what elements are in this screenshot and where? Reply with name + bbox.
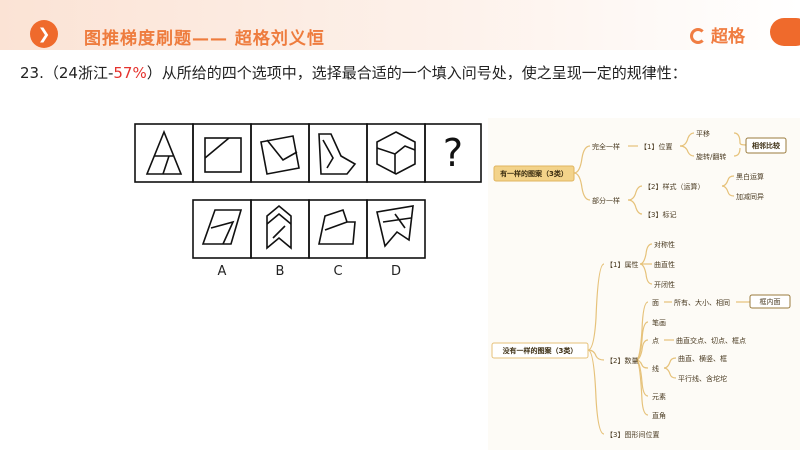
figure-svg: ? <box>134 123 482 279</box>
node-openclose: 开闭性 <box>654 280 675 289</box>
option-label-a: A <box>218 264 227 279</box>
option-c-figure <box>318 208 356 245</box>
node-attribute: 【1】属性 <box>606 260 638 269</box>
node-partial-same: 部分一样 <box>592 196 620 205</box>
figure-5-hexagon <box>376 131 416 175</box>
figure-1-triangle <box>145 129 183 175</box>
option-label-b: B <box>276 264 285 279</box>
node-line: 线 <box>652 364 659 373</box>
node-element: 元素 <box>652 392 666 401</box>
node-line-detail-2: 平行线、含坨坨 <box>678 374 727 383</box>
question-text: 23.（24浙江-57%）从所给的四个选项中，选择最合适的一个填入问号处，使之呈… <box>20 62 687 83</box>
banner-title: 图推梯度刷题—— 超格刘义恒 <box>84 29 325 49</box>
node-blackwhite: 黑白运算 <box>736 172 764 181</box>
node-stroke: 笔画 <box>652 318 666 327</box>
mindmap-svg: 有一样的图案（3类） 没有一样的图案（3类） 相邻比较 框内面 完全一样 部分一… <box>491 129 791 439</box>
question-source-suffix: ） <box>146 64 162 82</box>
node-complete-same: 完全一样 <box>592 142 620 151</box>
node-face-detail: 所有、大小、相同 <box>674 298 730 307</box>
node-style: 【2】样式（运算） <box>644 182 704 191</box>
node-position: 【1】位置 <box>640 142 672 151</box>
brand-logo: 超格 <box>690 22 745 47</box>
node-translate: 平移 <box>696 129 710 138</box>
node-point-detail: 曲直交点、切点、框点 <box>676 336 746 345</box>
node-rightangle: 直角 <box>652 411 666 420</box>
figure-3-quad <box>260 135 300 175</box>
option-box-d[interactable] <box>366 199 426 259</box>
figure-panel: ? <box>133 118 483 280</box>
question-body: 从所给的四个选项中，选择最合适的一个填入问号处，使之呈现一定的规律性： <box>161 64 687 82</box>
node-line-detail-1: 曲直、横竖、框 <box>678 354 727 363</box>
root-node-different-label: 没有一样的图案（3类） <box>503 346 578 355</box>
compare-node <box>745 137 787 154</box>
mindmap-panel: 有一样的图案（3类） 没有一样的图案（3类） 相邻比较 框内面 完全一样 部分一… <box>488 118 800 450</box>
brand-c-icon <box>690 28 706 44</box>
frame-face-label: 框内面 <box>760 297 781 306</box>
compare-node-label: 相邻比较 <box>752 141 781 150</box>
decorative-pill <box>770 18 800 46</box>
question-source-prefix: （24浙江- <box>43 64 114 82</box>
option-box-a[interactable] <box>192 199 252 259</box>
option-box-c[interactable] <box>308 199 368 259</box>
frame-face-node <box>749 294 791 309</box>
question-number: 23. <box>20 64 44 82</box>
node-count: 【2】数量 <box>606 356 638 365</box>
sequence-box-6 <box>424 123 482 183</box>
option-box-b[interactable] <box>250 199 310 259</box>
root-node-same-label: 有一样的图案（3类） <box>500 169 568 178</box>
figure-4-boot <box>318 133 357 175</box>
header-banner: ❯ 图推梯度刷题—— 超格刘义恒 超格 <box>0 0 800 50</box>
option-label-c: C <box>333 264 342 279</box>
root-node-same <box>493 165 575 182</box>
node-relative-position: 【3】图形间位置 <box>606 430 659 439</box>
chevron-right-icon: ❯ <box>30 20 58 48</box>
node-symmetry: 对称性 <box>654 240 675 249</box>
option-label-d: D <box>391 264 401 279</box>
brand-name: 超格 <box>711 27 745 47</box>
node-addsub: 加减同异 <box>736 192 764 201</box>
option-d-figure <box>376 205 414 248</box>
root-node-different <box>491 342 589 359</box>
figure-2-square <box>204 137 242 173</box>
question-mark: ? <box>443 131 463 175</box>
sequence-box-2 <box>192 123 252 183</box>
option-b-figure <box>266 204 292 250</box>
option-a-figure <box>201 209 243 245</box>
question-percent: 57% <box>113 64 147 82</box>
node-curvestraight: 曲直性 <box>654 260 675 269</box>
node-mark: 【3】标记 <box>644 210 676 219</box>
sequence-box-3 <box>250 123 310 183</box>
node-rotate: 旋转/翻转 <box>696 152 726 161</box>
node-point: 点 <box>652 337 659 345</box>
node-face: 面 <box>652 299 659 307</box>
